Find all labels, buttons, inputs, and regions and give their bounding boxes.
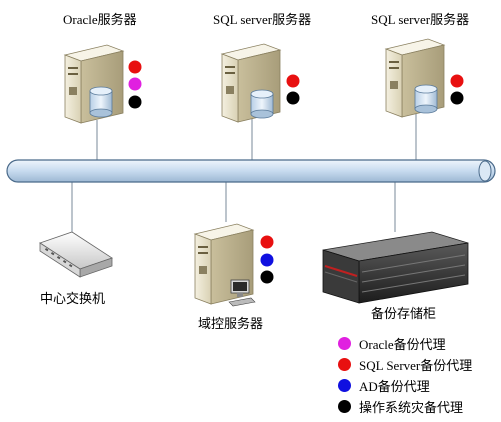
legend-item-ad: AD备份代理: [338, 376, 430, 394]
domain-controller-agent-dots: [260, 235, 274, 284]
agent-dot-os: [260, 270, 274, 284]
sql-server-1-icon: [220, 43, 282, 123]
backup-storage-label: 备份存储柜: [371, 306, 437, 321]
legend-item-sql-server: SQL Server备份代理: [338, 355, 472, 373]
legend-dot-sql-server: [338, 357, 351, 371]
core-switch-label: 中心交换机: [40, 291, 106, 306]
legend-item-os: 操作系统灾备代理: [338, 397, 463, 415]
oracle-server-icon: [63, 44, 125, 124]
core-switch-icon: [39, 231, 113, 278]
sql-server-2-agent-dots: [450, 74, 464, 105]
network-bus: [6, 159, 496, 183]
agent-dot-sql-server: [286, 74, 300, 88]
agent-dot-sql-server: [260, 235, 274, 249]
legend-dot-ad: [338, 378, 351, 392]
oracle-server-agent-dots: [128, 60, 142, 109]
agent-dot-sql-server: [450, 74, 464, 88]
legend-label-ad: AD备份代理: [359, 378, 430, 394]
agent-dot-oracle: [128, 77, 142, 91]
sql-server-1-label: SQL server服务器: [213, 12, 312, 27]
sql-server-2-label: SQL server服务器: [371, 12, 470, 27]
domain-controller-icon: [193, 223, 256, 307]
agent-dot-os: [450, 91, 464, 105]
agent-dot-os: [286, 91, 300, 105]
legend-label-sql-server: SQL Server备份代理: [359, 357, 473, 373]
agent-dot-os: [128, 95, 142, 109]
sql-server-1-agent-dots: [286, 74, 300, 105]
sql-server-2-icon: [384, 38, 446, 118]
legend-dot-os: [338, 399, 351, 413]
domain-controller-label: 域控服务器: [198, 316, 264, 331]
legend-label-oracle: Oracle备份代理: [359, 336, 446, 352]
connection-lines: [71, 113, 417, 238]
backup-storage-icon: [322, 231, 469, 304]
oracle-server-label: Oracle服务器: [63, 12, 137, 27]
legend-item-oracle: Oracle备份代理: [338, 334, 446, 352]
legend-dot-oracle: [338, 336, 351, 350]
agent-dot-ad: [260, 253, 274, 267]
legend-label-os: 操作系统灾备代理: [359, 399, 464, 415]
agent-dot-sql-server: [128, 60, 142, 74]
